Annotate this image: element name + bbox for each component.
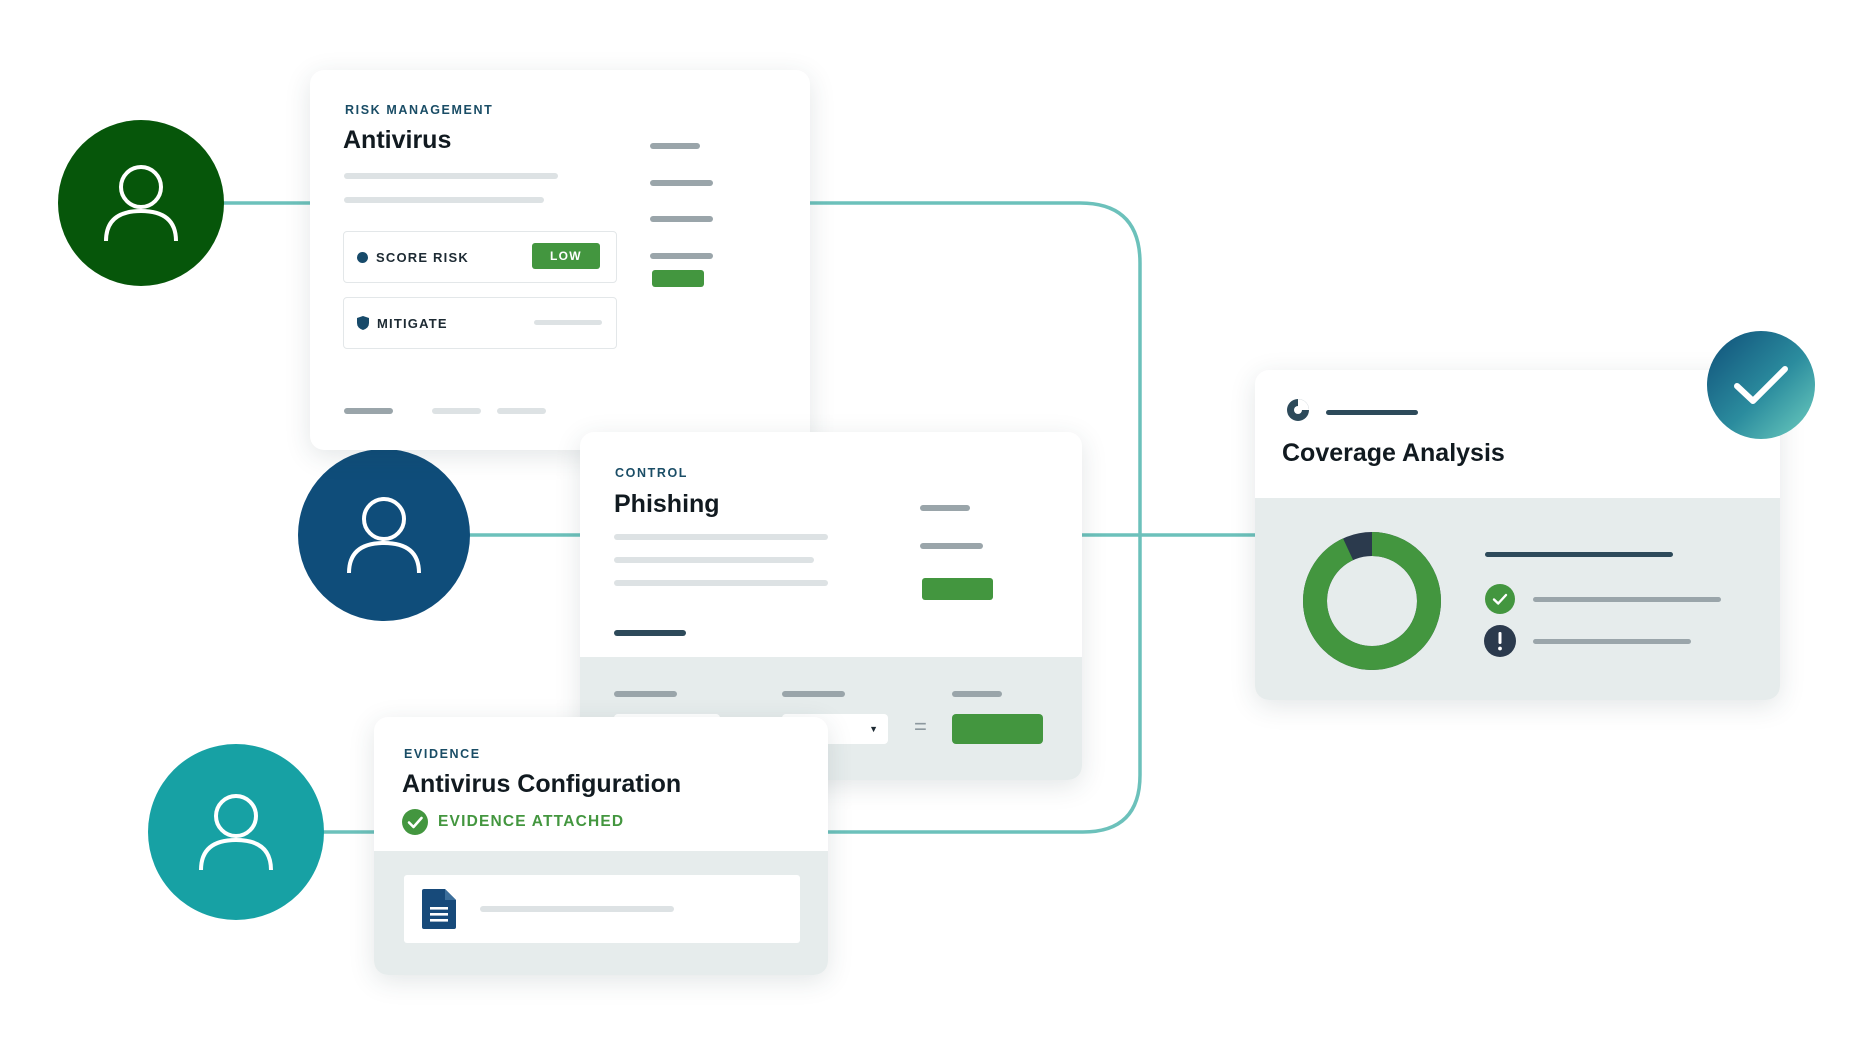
coverage-panel [1255, 498, 1780, 700]
control-card-eyebrow: CONTROL [615, 466, 688, 480]
placeholder-line [614, 691, 677, 697]
evidence-status-label: EVIDENCE ATTACHED [438, 813, 625, 830]
pie-chart-icon [1287, 399, 1309, 421]
control-card-title: Phishing [614, 490, 720, 518]
placeholder-line [1485, 552, 1673, 557]
placeholder-line [480, 906, 674, 912]
check-circle-icon [1485, 584, 1515, 614]
evidence-status: EVIDENCE ATTACHED [402, 809, 624, 835]
evidence-card-eyebrow: EVIDENCE [404, 747, 481, 761]
placeholder-line [614, 580, 828, 586]
check-circle-icon [402, 809, 428, 835]
placeholder-line [1533, 639, 1691, 644]
user-avatar-2 [298, 449, 470, 621]
chevron-down-icon: ▼ [869, 724, 878, 734]
risk-card-eyebrow: RISK MANAGEMENT [345, 103, 494, 117]
placeholder-line [497, 408, 546, 414]
placeholder-line [920, 543, 983, 549]
placeholder-line [344, 408, 393, 414]
placeholder-line [344, 173, 558, 179]
placeholder-line [650, 216, 713, 222]
user-icon [104, 165, 178, 242]
connector-line-top [222, 201, 1142, 834]
evidence-file-row[interactable] [404, 875, 800, 943]
placeholder-line [952, 691, 1002, 697]
placeholder-line [432, 408, 481, 414]
user-avatar-1 [58, 120, 224, 286]
user-icon [199, 794, 273, 871]
mitigate-row[interactable]: MITIGATE [343, 297, 617, 349]
equals-operator: = [914, 714, 927, 739]
placeholder-line [1326, 410, 1418, 415]
coverage-analysis-card[interactable]: Coverage Analysis [1255, 370, 1780, 700]
mitigate-label: MITIGATE [377, 315, 448, 331]
placeholder-line [614, 557, 814, 563]
status-chip [922, 578, 993, 600]
document-icon [422, 889, 456, 929]
placeholder-line [920, 505, 970, 511]
risk-level-badge: LOW [532, 243, 600, 269]
formula-result-button[interactable] [952, 714, 1043, 744]
score-risk-label: SCORE RISK [376, 249, 469, 265]
placeholder-line [614, 534, 828, 540]
placeholder-line [650, 143, 700, 149]
user-avatar-3 [148, 744, 324, 920]
coverage-card-title: Coverage Analysis [1282, 439, 1505, 467]
alert-circle-icon [1484, 625, 1516, 657]
evidence-file-panel [374, 851, 828, 975]
shield-icon [357, 316, 369, 330]
evidence-card[interactable]: EVIDENCE Antivirus Configuration EVIDENC… [374, 717, 828, 975]
placeholder-line [534, 320, 602, 325]
dot-icon [357, 251, 368, 263]
risk-card-title: Antivirus [343, 126, 452, 154]
evidence-card-title: Antivirus Configuration [402, 770, 682, 798]
donut-covered-segment [1303, 532, 1441, 670]
placeholder-line [1533, 597, 1721, 602]
status-chip [652, 270, 704, 287]
placeholder-line [614, 630, 686, 636]
user-icon [347, 497, 421, 574]
placeholder-line [650, 253, 713, 259]
placeholder-line [650, 180, 713, 186]
checkmark-icon [1734, 366, 1788, 404]
completion-badge [1707, 331, 1815, 439]
risk-management-card[interactable]: RISK MANAGEMENT Antivirus SCORE RISK LOW… [310, 70, 810, 450]
coverage-donut-chart [1303, 532, 1441, 670]
placeholder-line [344, 197, 544, 203]
placeholder-line [782, 691, 845, 697]
score-risk-row[interactable]: SCORE RISK [343, 231, 617, 283]
